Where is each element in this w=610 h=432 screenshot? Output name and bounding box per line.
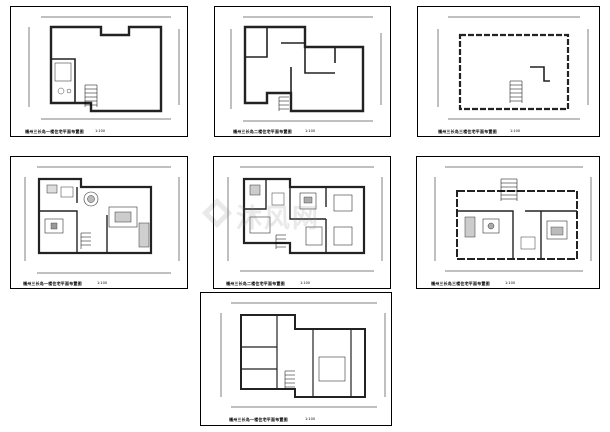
- sheet-scale: 1:100: [510, 129, 521, 133]
- sheet-caption: 福州三长岛三楼住宅平面布置图: [438, 129, 497, 134]
- floor-plan-1: [28, 16, 180, 120]
- watermark-text: 沐风网: [236, 204, 321, 234]
- floor-plan-6: [434, 166, 592, 272]
- floor-plan-3: [437, 16, 589, 120]
- drawing-sheet-7: 福州三长岛一楼住宅平面布置图 1:100: [200, 292, 392, 426]
- watermark-logo-icon: [202, 198, 232, 228]
- floor-plan-2: [230, 16, 382, 122]
- sheet-caption: 福州三长岛二楼住宅平面布置图: [233, 129, 292, 134]
- sheet-scale: 1:100: [505, 281, 516, 285]
- sheet-caption: 福州三长岛三楼住宅平面布置图: [431, 281, 490, 286]
- sheet-scale: 1:100: [305, 129, 316, 133]
- watermark: 沐风网: [200, 196, 400, 234]
- floor-plan-4: [24, 166, 180, 274]
- sheet-scale: 1:100: [95, 129, 106, 133]
- drawing-sheet-2: 福州三长岛二楼住宅平面布置图 1:100: [214, 6, 391, 137]
- drawing-sheet-5: 福州三长岛二楼住宅平面布置图 1:100: [213, 156, 391, 289]
- sheet-caption: 福州三长岛一楼住宅平面布置图: [25, 129, 84, 134]
- sheet-caption: 福州三长岛二楼住宅平面布置图: [226, 281, 285, 286]
- floor-plan-7: [220, 302, 386, 408]
- sheet-caption: 福州三长岛一楼住宅平面布置图: [23, 281, 82, 286]
- sheet-caption: 福州三长岛一楼住宅平面布置图: [229, 417, 288, 422]
- sheet-scale: 1:100: [305, 417, 316, 421]
- drawing-sheet-1: 福州三长岛一楼住宅平面布置图 1:100: [10, 6, 188, 137]
- sheet-scale: 1:100: [300, 281, 311, 285]
- floor-plan-5: [227, 166, 383, 272]
- drawing-sheet-6: 福州三长岛三楼住宅平面布置图 1:100: [416, 156, 600, 289]
- drawing-sheet-4: 福州三长岛一楼住宅平面布置图 1:100: [10, 156, 188, 289]
- sheet-scale: 1:100: [97, 281, 108, 285]
- drawing-sheet-3: 福州三长岛三楼住宅平面布置图 1:100: [417, 6, 600, 137]
